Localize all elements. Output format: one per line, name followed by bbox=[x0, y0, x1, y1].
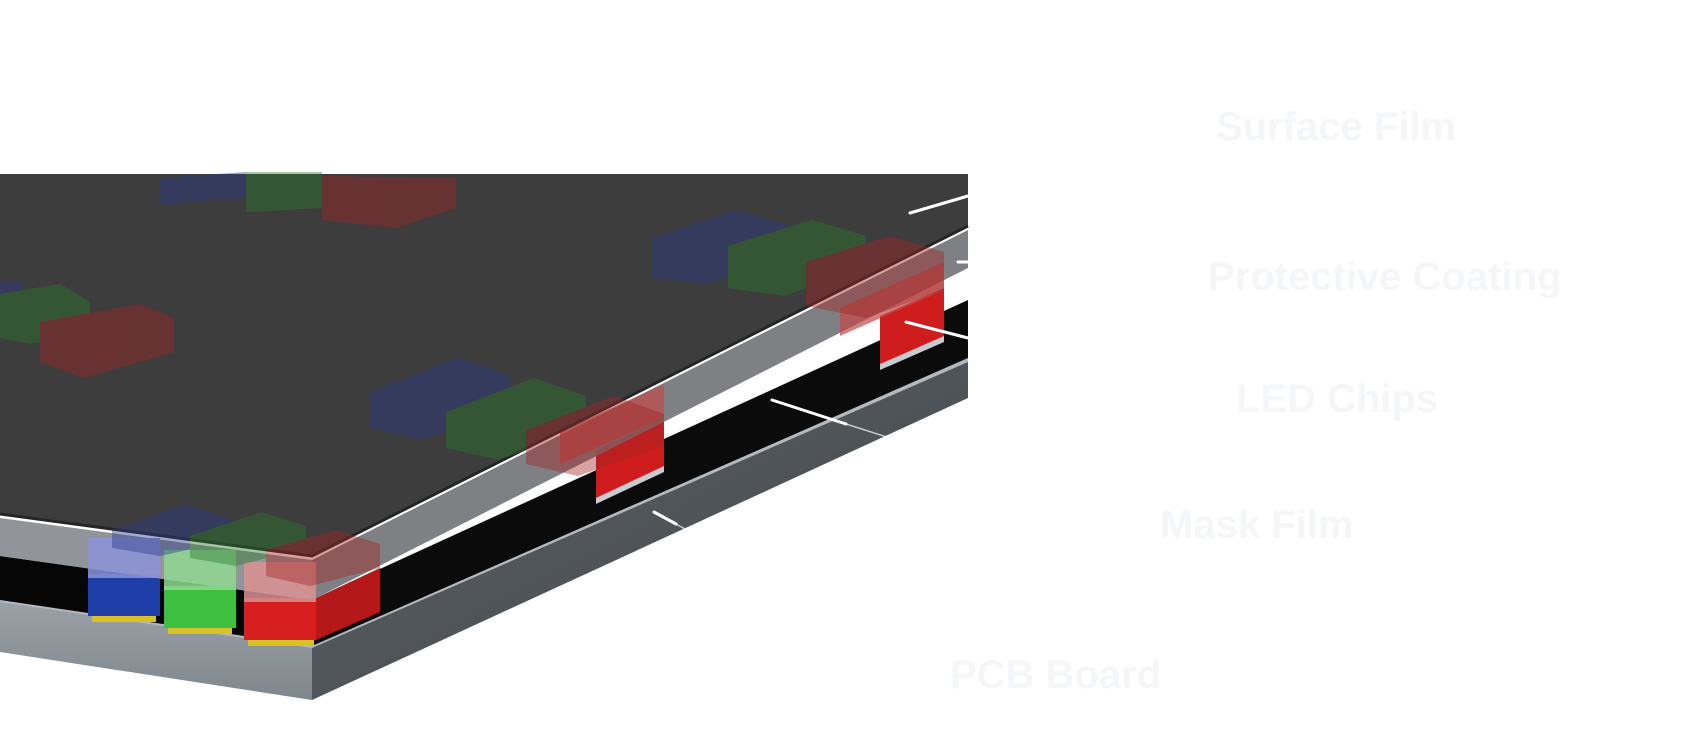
pcb-board-front bbox=[0, 600, 312, 700]
led-lens-side bbox=[560, 384, 664, 464]
led-lens-blue bbox=[88, 538, 160, 578]
layer-labels: Surface Film Protective Coating LED Chip… bbox=[950, 105, 1561, 697]
label-protective-coating: Protective Coating bbox=[1208, 255, 1561, 299]
leader-line-mask-film bbox=[770, 398, 848, 426]
leader-line-surface-film bbox=[908, 194, 970, 215]
ghost-led-group bbox=[370, 358, 664, 476]
leader-line-protective-coating-outer bbox=[967, 261, 1181, 277]
leader-line-led-chips-outer bbox=[967, 337, 1231, 401]
ghost-led-group bbox=[160, 172, 456, 228]
leader-line-surface-film-outer bbox=[967, 131, 1211, 197]
led-pad bbox=[168, 626, 232, 634]
led-chips-side bbox=[596, 288, 944, 504]
pcb-board-layer bbox=[0, 358, 968, 700]
label-surface-film: Surface Film bbox=[1216, 105, 1456, 149]
leader-lines bbox=[652, 131, 1231, 675]
ghost-led-group bbox=[652, 210, 944, 318]
label-pcb-board: PCB Board bbox=[950, 653, 1161, 697]
led-chip-red bbox=[244, 598, 316, 640]
led-lens-side bbox=[840, 262, 944, 336]
led-chip-red-side bbox=[316, 568, 380, 640]
surface-film-top bbox=[0, 174, 968, 556]
protective-coating-layer bbox=[0, 230, 968, 602]
leader-line-pcb-board-outer bbox=[675, 523, 949, 675]
ghost-led-groups bbox=[0, 172, 944, 586]
surface-film-layer bbox=[0, 174, 969, 558]
ghost-led-group bbox=[112, 504, 380, 586]
led-chip-red bbox=[596, 418, 664, 498]
led-lens-green bbox=[164, 550, 236, 590]
leader-line-pcb-board bbox=[652, 510, 678, 526]
led-chips-front bbox=[88, 568, 380, 646]
led-chip-red bbox=[880, 288, 944, 364]
label-led-chips: LED Chips bbox=[1236, 377, 1438, 421]
led-lens-red bbox=[244, 562, 316, 602]
leader-line-mask-film-outer bbox=[845, 423, 1161, 525]
ghost-led-group bbox=[0, 282, 174, 378]
led-chip-blue bbox=[88, 574, 160, 616]
pcb-board-side bbox=[312, 360, 968, 700]
surface-film-edge bbox=[0, 224, 969, 558]
led-chip-green bbox=[164, 586, 236, 628]
led-pad bbox=[92, 614, 156, 622]
leader-line-led-chips bbox=[904, 320, 970, 340]
led-pad bbox=[248, 638, 314, 646]
label-mask-film: Mask Film bbox=[1160, 503, 1353, 547]
